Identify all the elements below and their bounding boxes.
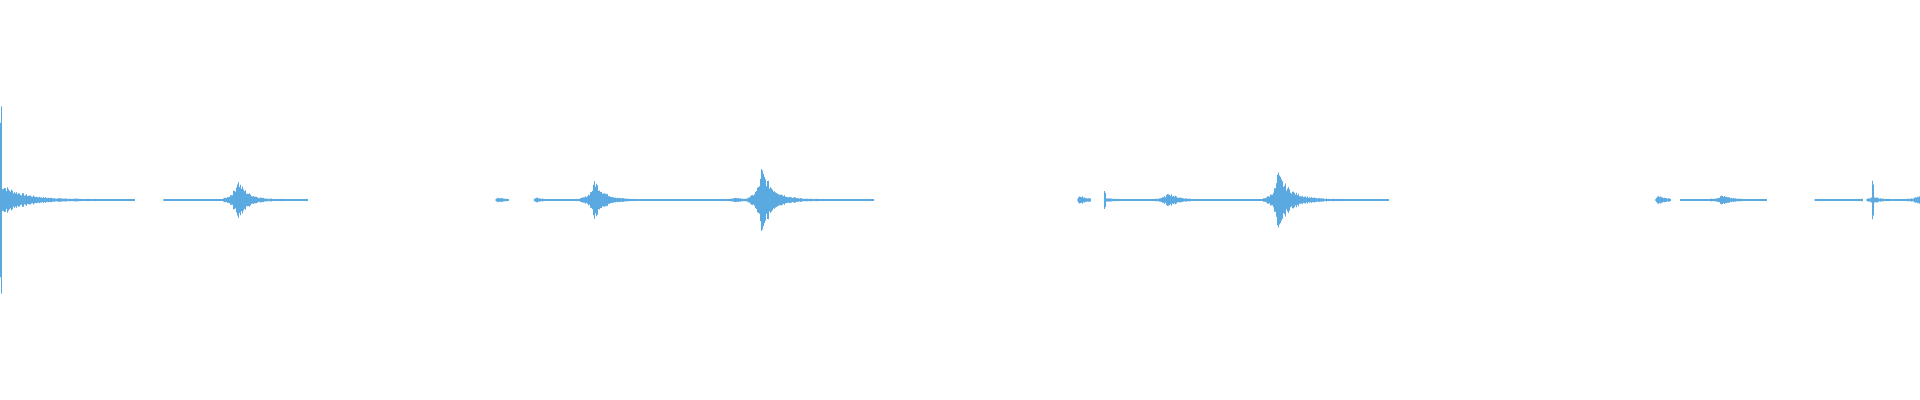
waveform-trace [0, 106, 1920, 294]
